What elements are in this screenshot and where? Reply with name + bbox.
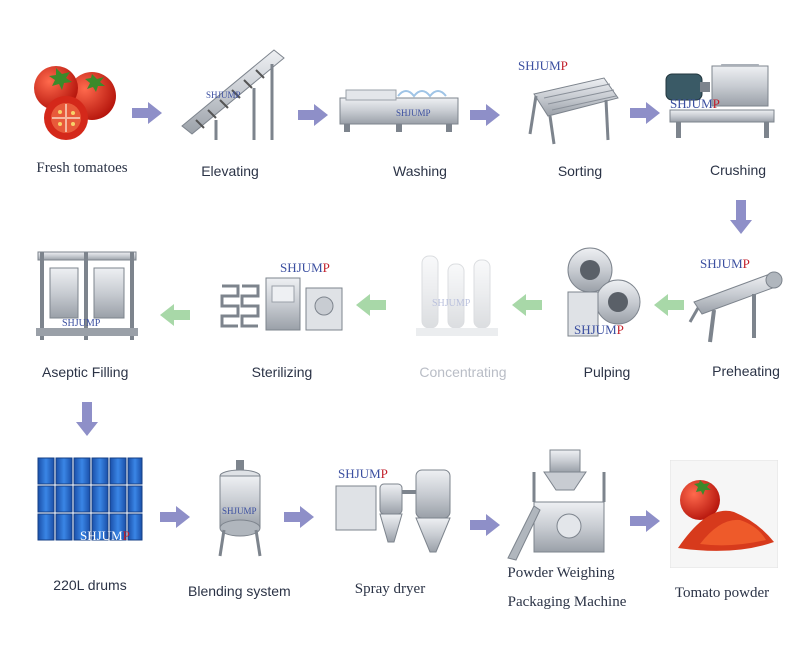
- step-label: Pulping: [583, 364, 631, 380]
- arrow-left-icon: [356, 294, 386, 316]
- svg-text:SHJUMP: SHJUMP: [280, 260, 330, 275]
- svg-text:SHJUMP: SHJUMP: [432, 298, 471, 309]
- svg-text:SHJUMP: SHJUMP: [574, 322, 624, 337]
- arrow-left-icon: [654, 294, 684, 316]
- svg-text:SHJUMP: SHJUMP: [338, 466, 388, 481]
- aseptic-filler-icon: SHJUMP: [36, 251, 138, 340]
- elevator-conveyor-icon: SHJUMP: [181, 49, 285, 140]
- step-label: Spray dryer: [354, 581, 426, 597]
- step-label: Crushing: [709, 162, 767, 178]
- arrow-right-icon: [630, 102, 660, 124]
- step-label: Concentrating: [419, 364, 507, 380]
- arrow-right-icon: [284, 506, 314, 528]
- sterilizer-icon: SHJUMP: [220, 260, 343, 331]
- svg-text:SHJUMP: SHJUMP: [670, 96, 720, 111]
- step-label: 220L drums: [53, 577, 127, 593]
- step-label: Elevating: [201, 163, 259, 179]
- crusher-icon: SHJUMP: [665, 64, 775, 138]
- arrow-left-icon: [512, 294, 542, 316]
- arrow-left-icon: [160, 304, 190, 326]
- svg-text:SHJUMP: SHJUMP: [396, 108, 431, 118]
- arrow-right-icon: [298, 104, 328, 126]
- step-label: Sorting: [557, 163, 603, 179]
- arrow-right-icon: [470, 514, 500, 536]
- tomato-icon: [34, 66, 116, 140]
- arrow-right-icon: [470, 104, 500, 126]
- sorting-conveyor-icon: SHJUMP: [518, 58, 619, 145]
- arrow-down-icon: [730, 200, 752, 234]
- blending-tank-icon: SHJUMP: [218, 460, 262, 557]
- preheater-icon: SHJUMP: [688, 256, 783, 343]
- packaging-machine-icon: [507, 449, 606, 561]
- arrow-right-icon: [160, 506, 190, 528]
- svg-text:SHJUMP: SHJUMP: [206, 90, 241, 100]
- step-label: Washing: [393, 163, 447, 179]
- step-label-line2: Packaging Machine: [507, 594, 627, 610]
- arrow-down-icon: [76, 402, 98, 436]
- svg-text:SHJUMP: SHJUMP: [518, 58, 568, 73]
- step-label: Aseptic Filling: [42, 364, 129, 380]
- pulper-icon: SHJUMP: [567, 247, 641, 337]
- svg-text:SHJUMP: SHJUMP: [80, 528, 130, 543]
- svg-text:SHJUMP: SHJUMP: [700, 256, 750, 271]
- arrow-right-icon: [630, 510, 660, 532]
- step-label: Tomato powder: [674, 585, 770, 601]
- evaporator-icon: SHJUMP: [416, 255, 498, 336]
- step-label: Sterilizing: [251, 364, 313, 380]
- step-label: Blending system: [188, 583, 291, 599]
- washing-machine-icon: SHJUMP: [339, 89, 459, 132]
- step-label: Preheating: [712, 363, 780, 379]
- tomato-powder-icon: [670, 460, 778, 568]
- arrow-right-icon: [132, 102, 162, 124]
- spray-dryer-icon: SHJUMP: [335, 466, 451, 553]
- step-label-line1: Powder Weighing: [507, 565, 615, 581]
- svg-text:SHJUMP: SHJUMP: [222, 506, 257, 516]
- svg-text:SHJUMP: SHJUMP: [62, 318, 101, 329]
- drums-icon: SHJUMP: [37, 457, 143, 543]
- step-label: Fresh tomatoes: [36, 160, 128, 176]
